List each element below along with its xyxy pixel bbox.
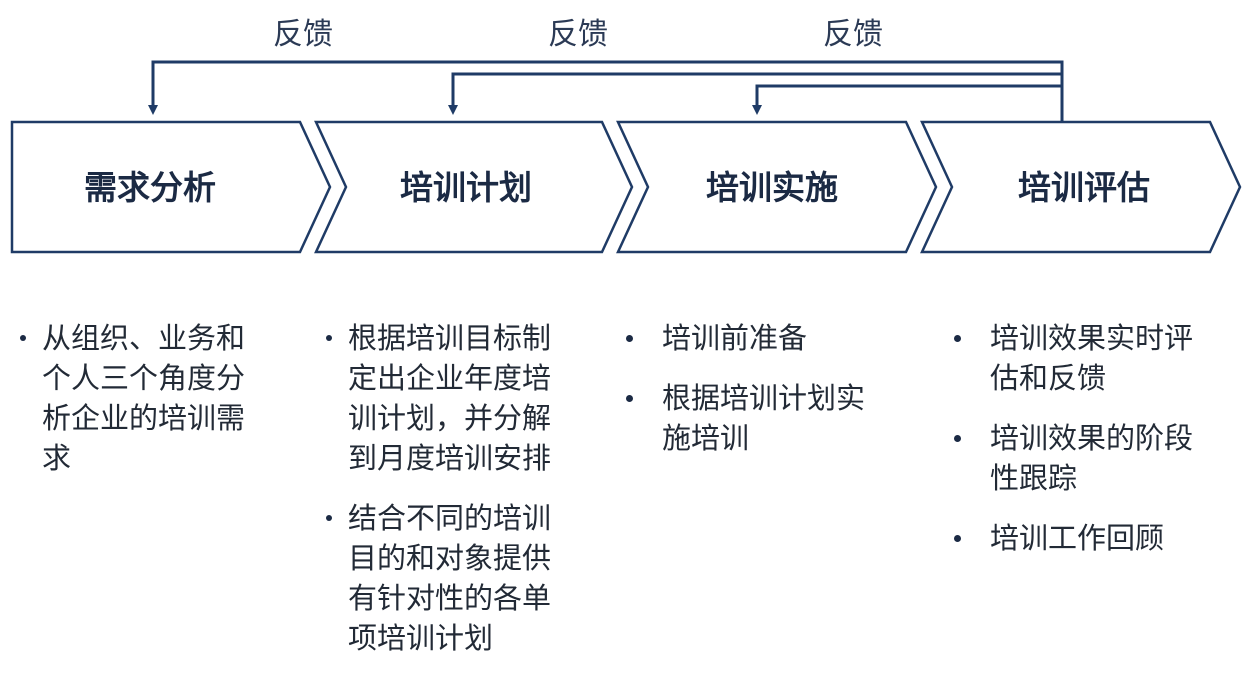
bullet-text: 培训前准备 — [662, 318, 902, 358]
stage-chevron-2 — [314, 120, 634, 254]
stage-4-bullets: 培训效果实时评 估和反馈 培训效果的阶段 性跟踪 培训工作回顾 — [950, 318, 1240, 578]
bullet-line: 估和反馈 — [990, 361, 1107, 395]
bullet-line: 求 — [42, 441, 72, 475]
bullet-item: 从组织、业务和 个人三个角度分 析企业的培训需 求 — [12, 318, 282, 478]
bullet-dot-icon — [326, 515, 332, 521]
bullet-dot-icon — [954, 335, 961, 342]
bullet-line: 培训效果的阶段 — [990, 421, 1194, 455]
feedback-label-3: 反馈 — [823, 17, 883, 52]
bullet-line: 析企业的培训需 — [42, 401, 246, 435]
bullet-text: 根据培训计划实 施培训 — [662, 378, 902, 458]
bullet-item: 培训工作回顾 — [950, 518, 1240, 558]
bullet-dot-icon — [626, 335, 633, 342]
stage-chevron-1 — [10, 120, 332, 254]
bullet-line: 培训工作回顾 — [990, 521, 1165, 555]
bullet-item: 培训效果实时评 估和反馈 — [950, 318, 1240, 398]
bullet-dot-icon — [626, 395, 633, 402]
bullet-line: 施培训 — [662, 421, 750, 455]
bullet-text: 培训工作回顾 — [990, 518, 1240, 558]
bullet-line: 培训前准备 — [662, 321, 808, 355]
bullet-line: 性跟踪 — [990, 461, 1078, 495]
stage-label-2: 培训计划 — [400, 168, 532, 207]
bullet-line: 结合不同的培训 — [348, 501, 552, 535]
bullet-item: 培训效果的阶段 性跟踪 — [950, 418, 1240, 498]
bullet-text: 从组织、业务和 个人三个角度分 析企业的培训需 求 — [42, 318, 282, 478]
bullet-text: 培训效果实时评 估和反馈 — [990, 318, 1240, 398]
bullet-line: 根据培训目标制 — [348, 321, 552, 355]
bullet-line: 根据培训计划实 — [662, 381, 866, 415]
stage-label-3: 培训实施 — [706, 168, 838, 207]
stage-2-bullets: 根据培训目标制 定出企业年度培 训计划，并分解 到月度培训安排 结合不同的培训 … — [318, 318, 580, 678]
bullet-dot-icon — [20, 335, 26, 341]
bullet-line: 有针对性的各单 — [348, 581, 552, 615]
bullet-dot-icon — [954, 435, 961, 442]
bullet-line: 项培训计划 — [348, 621, 494, 655]
bullet-line: 从组织、业务和 — [42, 321, 246, 355]
feedback-label-2: 反馈 — [548, 17, 608, 52]
bullet-dot-icon — [326, 335, 332, 341]
bullet-line: 训计划，并分解 — [348, 401, 552, 435]
bullet-line: 培训效果实时评 — [990, 321, 1194, 355]
stage-label-4: 培训评估 — [1018, 168, 1150, 207]
stage-1-bullets: 从组织、业务和 个人三个角度分 析企业的培训需 求 — [12, 318, 282, 498]
feedback-arrow-to-stage-3 — [752, 84, 1062, 115]
stage-chevrons — [10, 120, 1242, 254]
feedback-arrows — [148, 60, 1064, 122]
bullet-text: 培训效果的阶段 性跟踪 — [990, 418, 1240, 498]
bullet-line: 到月度培训安排 — [348, 441, 552, 475]
bullet-line: 个人三个角度分 — [42, 361, 246, 395]
bullet-line: 定出企业年度培 — [348, 361, 552, 395]
stage-chevron-4 — [920, 120, 1242, 254]
feedback-arrow-to-stage-1 — [148, 60, 1064, 122]
stage-chevron-3 — [616, 120, 938, 254]
stage-3-bullets: 培训前准备 根据培训计划实 施培训 — [622, 318, 902, 478]
stage-label-1: 需求分析 — [84, 168, 216, 207]
bullet-text: 结合不同的培训 目的和对象提供 有针对性的各单 项培训计划 — [348, 498, 580, 658]
bullet-dot-icon — [954, 535, 961, 542]
bullet-line: 目的和对象提供 — [348, 541, 552, 575]
bullet-text: 根据培训目标制 定出企业年度培 训计划，并分解 到月度培训安排 — [348, 318, 580, 478]
bullet-item: 培训前准备 — [622, 318, 902, 358]
bullet-item: 根据培训目标制 定出企业年度培 训计划，并分解 到月度培训安排 — [318, 318, 580, 478]
bullet-item: 根据培训计划实 施培训 — [622, 378, 902, 458]
feedback-label-1: 反馈 — [273, 17, 333, 52]
feedback-arrow-to-stage-2 — [448, 72, 1062, 115]
bullet-item: 结合不同的培训 目的和对象提供 有针对性的各单 项培训计划 — [318, 498, 580, 658]
